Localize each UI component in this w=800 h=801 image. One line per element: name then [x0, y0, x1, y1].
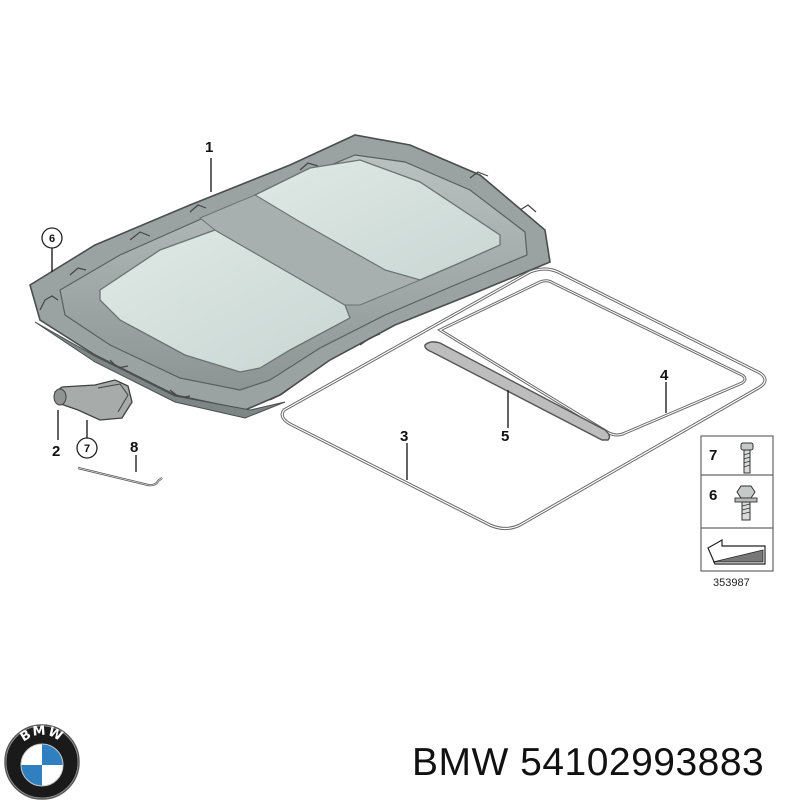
- direction-arrow-icon: [707, 538, 766, 565]
- hardware-legend: 7 6: [700, 435, 774, 572]
- callout-7: 7: [84, 443, 90, 455]
- legend-num-6: 6: [709, 487, 717, 504]
- drive-cable: [77, 466, 163, 487]
- gasket-strip: [424, 341, 611, 441]
- leader-lines: [51, 158, 667, 480]
- callout-7-circled: 7: [76, 437, 98, 459]
- brand-name: BMW: [412, 741, 509, 784]
- drawing-number: 353987: [713, 577, 750, 589]
- callout-6: 6: [49, 233, 55, 245]
- callout-5: 5: [501, 428, 509, 445]
- callout-4: 4: [660, 367, 669, 384]
- sunroof-frame-assembly: [29, 134, 551, 419]
- callout-6-circled: 6: [41, 227, 63, 249]
- part-number: 54102993883: [520, 741, 765, 784]
- bmw-logo: BMW: [4, 724, 80, 800]
- callout-3: 3: [400, 428, 408, 445]
- callout-1: 1: [205, 139, 213, 156]
- legend-num-7: 7: [709, 447, 717, 464]
- flange-bolt-icon: [734, 485, 758, 521]
- part-caption: BMW 54102993883: [412, 741, 764, 785]
- bolt-icon: [740, 442, 754, 474]
- callout-2: 2: [52, 443, 60, 460]
- drive-motor: [53, 379, 133, 421]
- callout-8: 8: [130, 439, 138, 456]
